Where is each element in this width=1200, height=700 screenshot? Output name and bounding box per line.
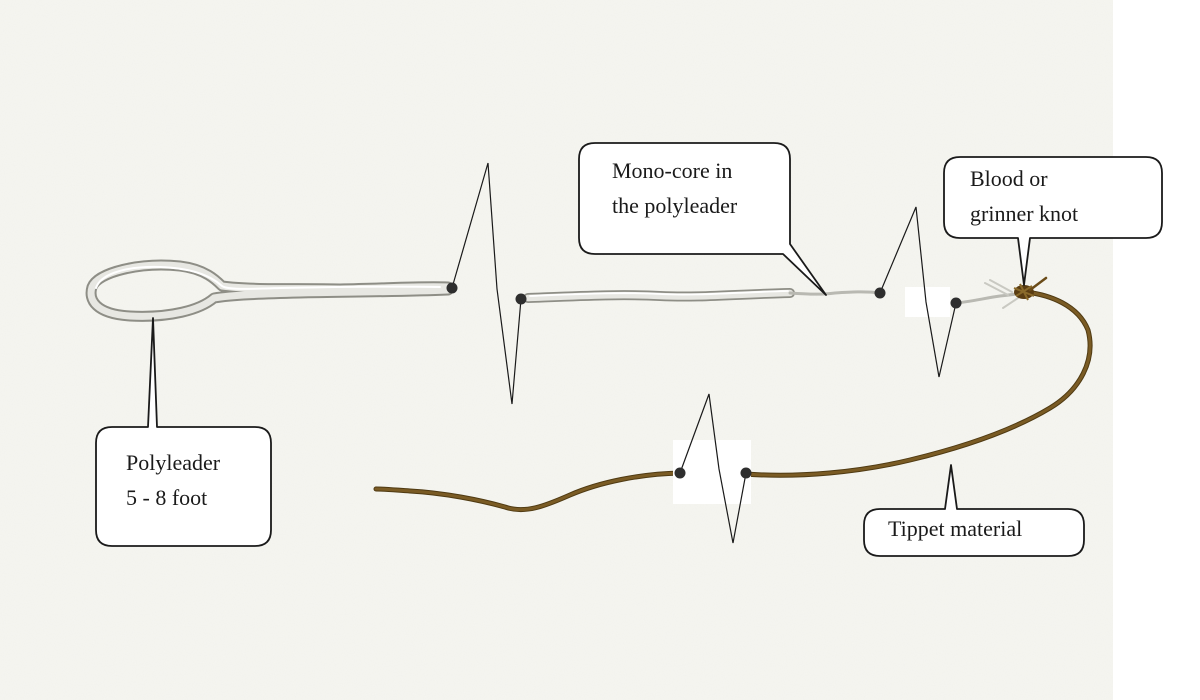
polyleader-middle-section [523, 288, 795, 303]
callout-polyleader-line2: 5 - 8 foot [126, 485, 207, 510]
callout-monocore-line1: Mono-core in [612, 158, 732, 183]
blood-knot [1013, 276, 1048, 301]
callout-tippet-line1: Tippet material [888, 516, 1022, 541]
tippet-line [373, 289, 1093, 513]
callout-polyleader: Polyleader 5 - 8 foot [95, 317, 272, 547]
break-mark-3 [673, 393, 752, 544]
callout-monocore-line2: the polyleader [612, 193, 738, 218]
break-mark-1 [446, 162, 527, 405]
callout-knot-line2: grinner knot [970, 201, 1078, 226]
callout-tippet: Tippet material [863, 464, 1085, 557]
callout-knot-line1: Blood or [970, 166, 1048, 191]
paper-texture [0, 0, 1113, 700]
callout-polyleader-line1: Polyleader [126, 450, 221, 475]
break-mark-2 [874, 206, 962, 378]
callout-monocore: Mono-core in the polyleader [578, 142, 827, 296]
polyleader-loop-section [85, 259, 454, 322]
callout-knot: Blood or grinner knot [943, 156, 1163, 286]
